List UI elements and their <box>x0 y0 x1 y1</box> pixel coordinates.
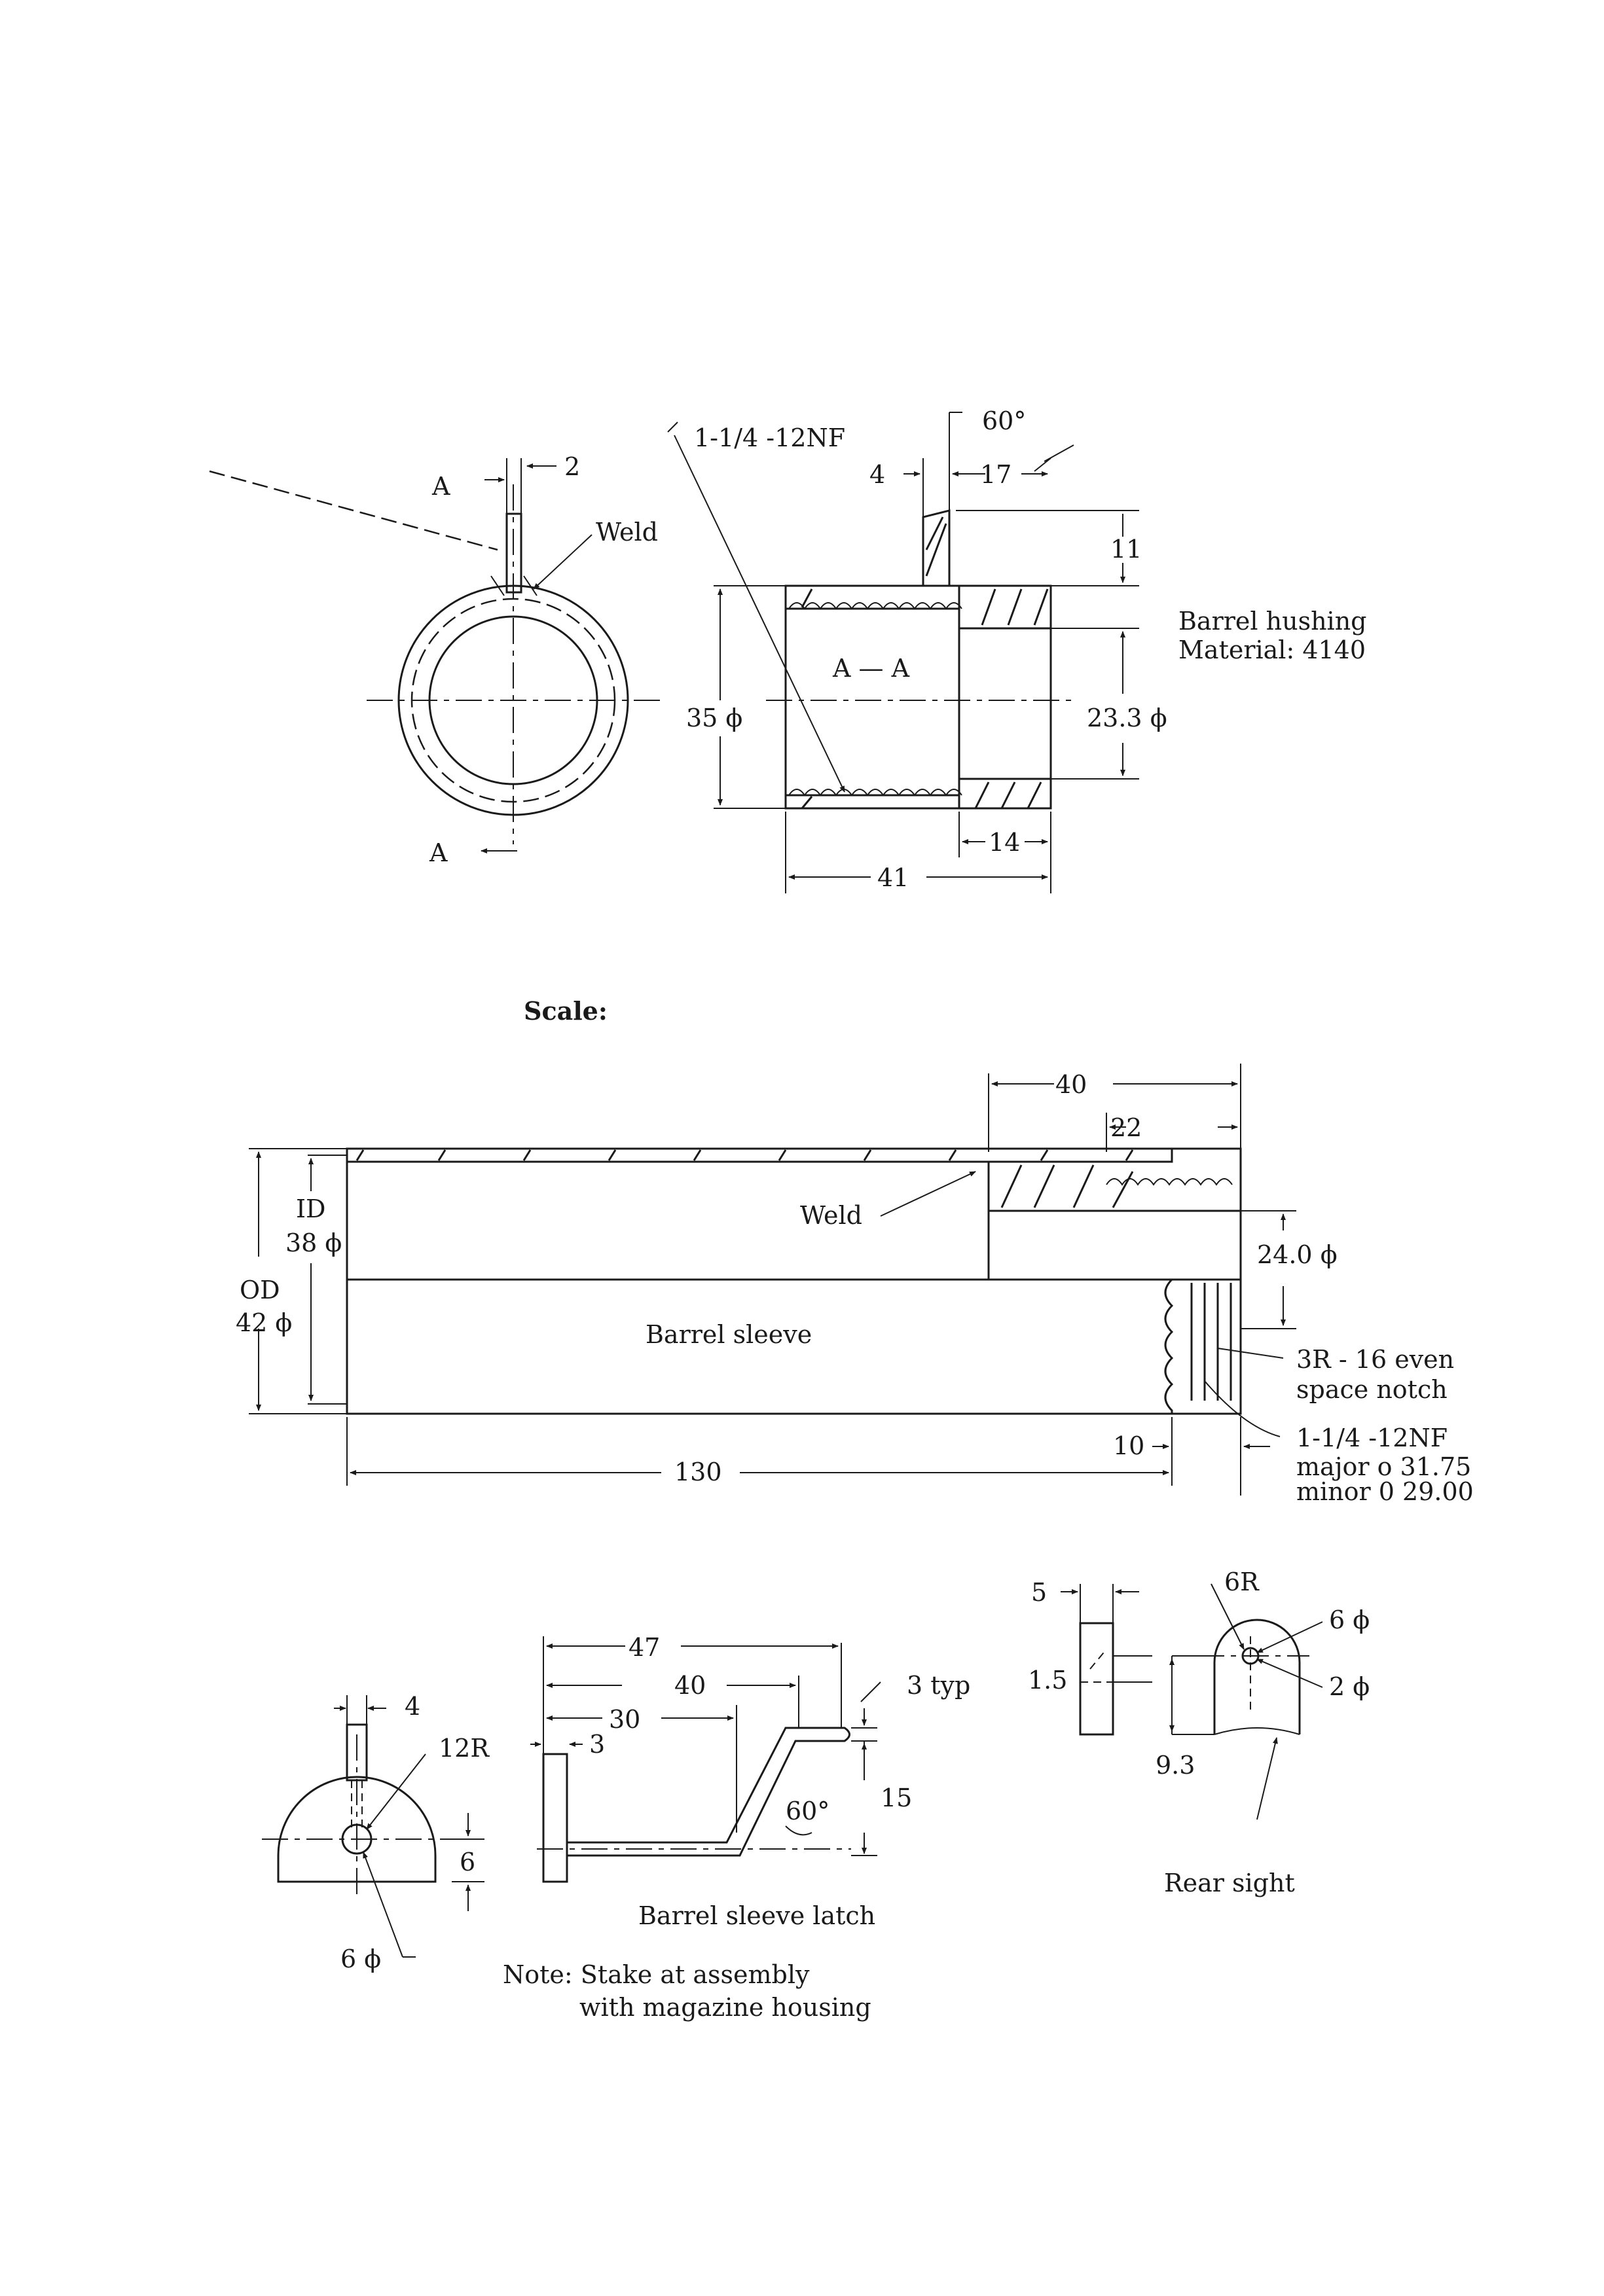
latch-note-line2: with magazine housing <box>579 1993 871 2022</box>
dim-22: 22 <box>1110 1113 1142 1142</box>
dim-3typ: 3 typ <box>907 1671 970 1700</box>
dim-3: 3 <box>589 1730 605 1759</box>
angle-60: 60° <box>786 1797 829 1825</box>
dim-40: 40 <box>674 1671 706 1700</box>
barrel-sleeve-title: Barrel sleeve <box>646 1320 812 1349</box>
latch-title: Barrel sleeve latch <box>638 1901 875 1930</box>
section-mark-bottom: A <box>429 838 448 867</box>
od-value: 42 ϕ <box>236 1308 292 1337</box>
barrel-bushing-material: Material: 4140 <box>1178 636 1366 664</box>
dim-11: 11 <box>1110 535 1142 564</box>
dim-130: 130 <box>674 1458 722 1486</box>
dim-17: 17 <box>980 460 1012 489</box>
notch-note-line1: 3R - 16 even <box>1296 1345 1454 1374</box>
latch-side-view: 47 40 30 3 3 typ 15 60° <box>530 1633 970 1883</box>
notch-note-line2: space notch <box>1296 1375 1448 1404</box>
thread-note-line2: major o 31.75 <box>1296 1452 1471 1481</box>
dim-24: 24.0 ϕ <box>1257 1240 1338 1269</box>
dim-4: 4 <box>869 460 885 489</box>
barrel-sleeve-view: 40 22 Weld ID 38 ϕ OD 42 ϕ 24.0 ϕ Barrel… <box>236 1064 1474 1506</box>
section-mark-top: A <box>431 472 450 501</box>
angle-label: 60° <box>982 406 1026 435</box>
dim-1-5: 1.5 <box>1028 1666 1067 1695</box>
thread-callout: 1-1/4 -12NF <box>694 423 845 452</box>
latch-end-view: 4 12R 6 6 ϕ <box>262 1692 490 1973</box>
id-value: 38 ϕ <box>285 1229 342 1257</box>
dim-2phi: 2 ϕ <box>1329 1672 1370 1701</box>
dim-30: 30 <box>609 1705 640 1734</box>
barrel-bushing-title: Barrel hushing <box>1178 607 1367 636</box>
weld-label: Weld <box>596 518 658 547</box>
dim-5: 5 <box>1031 1578 1047 1607</box>
dim-outer-diameter: 35 ϕ <box>686 704 742 732</box>
scale-label: Scale: <box>524 996 608 1026</box>
dim-6phi: 6 ϕ <box>340 1945 381 1973</box>
dim-47: 47 <box>629 1633 660 1662</box>
dim-slot-width: 2 <box>564 452 580 481</box>
latch-note-line1: Note: Stake at assembly <box>503 1960 810 1989</box>
thread-note-line1: 1-1/4 -12NF <box>1296 1424 1448 1452</box>
dim-4: 4 <box>405 1692 420 1721</box>
dim-6phi: 6 ϕ <box>1329 1605 1370 1634</box>
dim-15: 15 <box>881 1784 912 1812</box>
dim-6: 6 <box>460 1848 475 1876</box>
od-label: OD <box>240 1276 280 1304</box>
rear-sight-view: 5 6R 6 ϕ 1.5 2 ϕ 9.3 <box>1028 1568 1370 1820</box>
rear-sight-title: Rear sight <box>1164 1869 1295 1897</box>
dim-12r: 12R <box>439 1734 490 1763</box>
barrel-bushing-end-view: A A 2 Weld <box>209 452 661 867</box>
dim-bore-diameter: 23.3 ϕ <box>1087 704 1167 732</box>
dim-9-3: 9.3 <box>1156 1751 1195 1780</box>
dim-6r: 6R <box>1224 1568 1260 1596</box>
weld-label: Weld <box>800 1201 862 1230</box>
dim-40: 40 <box>1055 1070 1087 1099</box>
barrel-bushing-section-view: 1-1/4 -12NF 60° 4 17 11 A — A 35 ϕ 23.3 … <box>667 406 1167 893</box>
dim-14: 14 <box>989 828 1020 857</box>
section-label: A — A <box>832 654 910 683</box>
dim-10: 10 <box>1113 1431 1144 1460</box>
thread-note-line3: minor 0 29.00 <box>1296 1477 1474 1506</box>
dim-41: 41 <box>877 863 909 892</box>
id-label: ID <box>296 1194 325 1223</box>
